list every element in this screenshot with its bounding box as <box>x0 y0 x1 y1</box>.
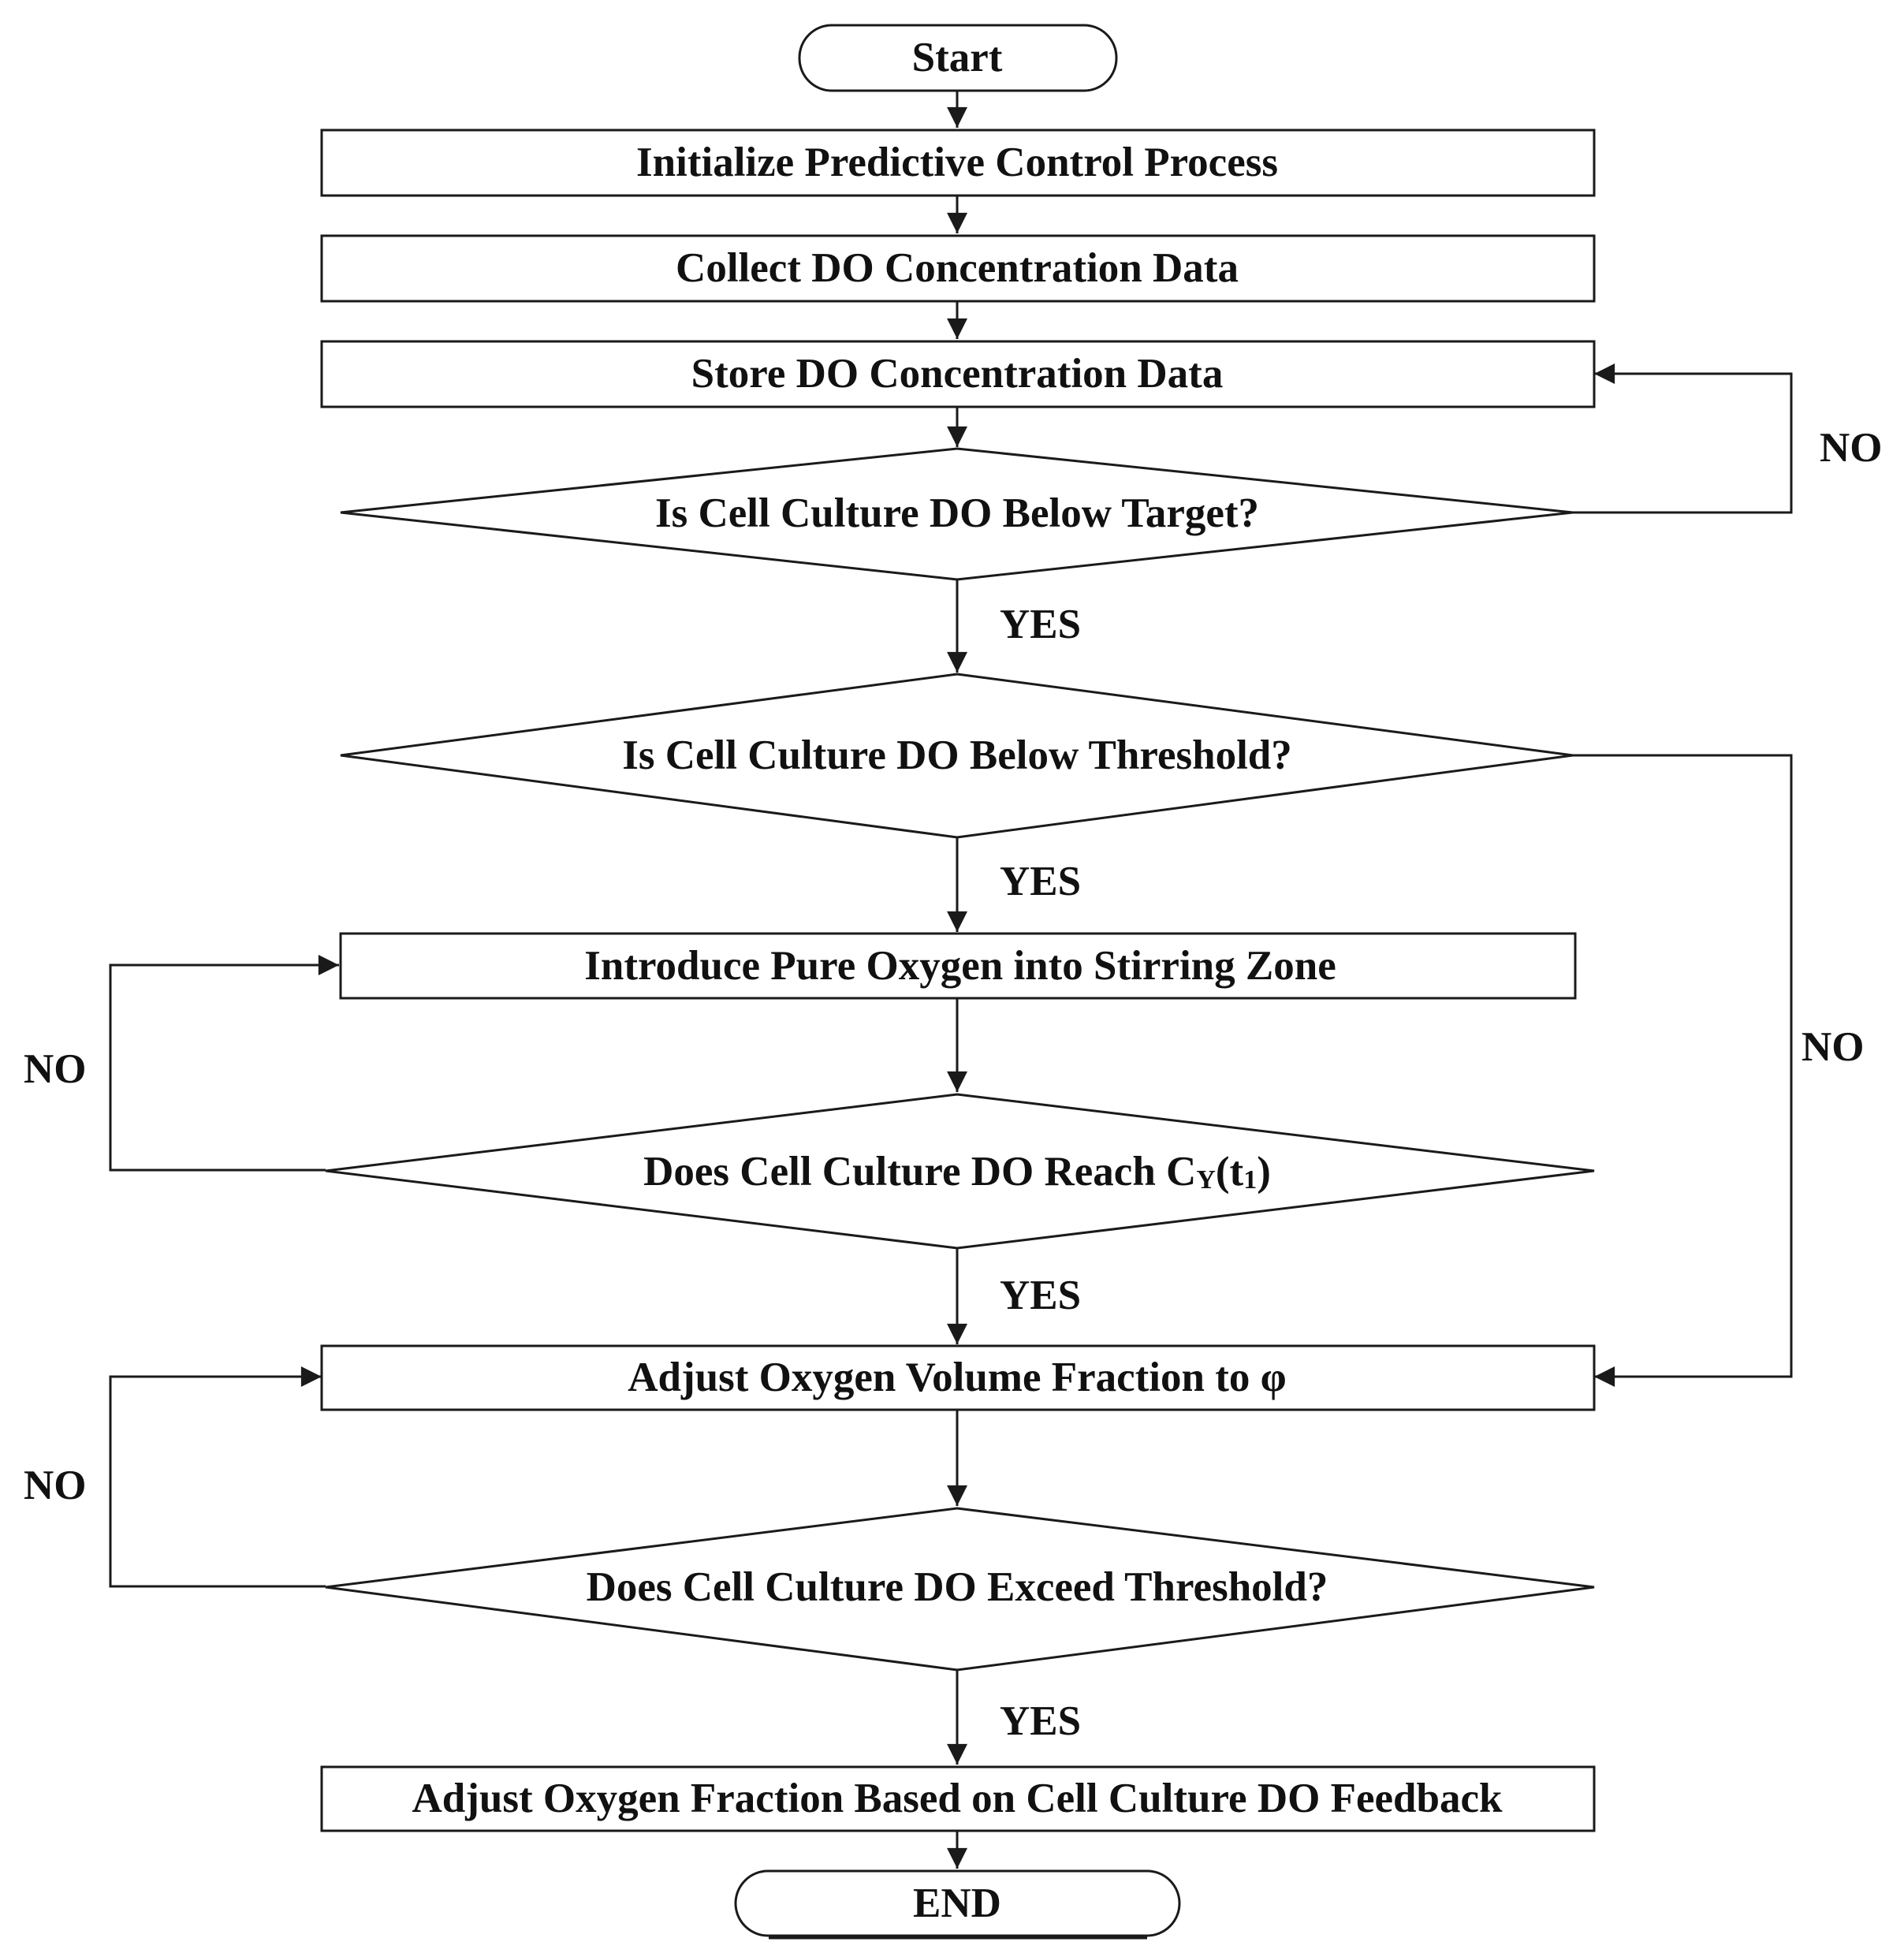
no-label-reach: NO <box>24 1046 87 1092</box>
collect-label: Collect DO Concentration Data <box>676 245 1239 291</box>
no-label-target: NO <box>1820 425 1883 471</box>
adjust-feedback-label: Adjust Oxygen Fraction Based on Cell Cul… <box>412 1776 1503 1821</box>
loop-target-no <box>1573 363 1793 514</box>
yes-label-exceed: YES <box>1000 1698 1081 1744</box>
start-terminal: Start <box>798 24 1118 92</box>
reach-middle: (t <box>1216 1149 1244 1195</box>
no-label-threshold: NO <box>1802 1024 1865 1070</box>
end-label: END <box>913 1880 1001 1926</box>
adjust-phi-box: Adjust Oxygen Volume Fraction to φ <box>320 1344 1596 1411</box>
loop-exceed-no <box>109 1366 326 1588</box>
loop-reach-no <box>109 954 339 1172</box>
reach-sub-1: 1 <box>1243 1165 1257 1195</box>
end-terminal: END <box>734 1869 1181 1940</box>
introduce-box: Introduce Pure Oxygen into Stirring Zone <box>339 932 1577 1000</box>
adjust-phi-label: Adjust Oxygen Volume Fraction to φ <box>628 1355 1286 1400</box>
loop-threshold-no <box>1573 754 1793 1388</box>
store-box: Store DO Concentration Data <box>320 340 1596 408</box>
reach-suffix: ) <box>1257 1149 1271 1195</box>
no-label-exceed: NO <box>24 1463 87 1508</box>
reach-prefix: Does Cell Culture DO Reach C <box>643 1149 1196 1195</box>
collect-box: Collect DO Concentration Data <box>320 234 1596 303</box>
connectors <box>109 91 1793 1869</box>
decision-below-target: Is Cell Culture DO Below Target? <box>340 447 1574 581</box>
yes-label-reach: YES <box>1000 1273 1081 1318</box>
adjust-feedback-box: Adjust Oxygen Fraction Based on Cell Cul… <box>320 1765 1596 1832</box>
decision-exceed-label: Does Cell Culture DO Exceed Threshold? <box>587 1564 1328 1610</box>
start-label: Start <box>912 35 1003 80</box>
store-label: Store DO Concentration Data <box>691 351 1224 397</box>
decision-reach: Does Cell Culture DO Reach CY(t1) <box>325 1093 1595 1250</box>
init-box: Initialize Predictive Control Process <box>320 129 1596 197</box>
decision-reach-label: Does Cell Culture DO Reach CY(t1) <box>643 1149 1271 1195</box>
yes-label-target: YES <box>1000 602 1081 647</box>
yes-label-threshold: YES <box>1000 859 1081 904</box>
decision-exceed: Does Cell Culture DO Exceed Threshold? <box>325 1507 1595 1672</box>
branch-labels: YES YES YES YES NO NO NO NO <box>24 425 1883 1744</box>
decision-below-target-label: Is Cell Culture DO Below Target? <box>655 490 1259 536</box>
introduce-label: Introduce Pure Oxygen into Stirring Zone <box>584 943 1336 989</box>
reach-sub-y: Y <box>1196 1165 1216 1195</box>
decision-below-threshold-label: Is Cell Culture DO Below Threshold? <box>622 732 1292 778</box>
decision-below-threshold: Is Cell Culture DO Below Threshold? <box>340 673 1574 839</box>
init-label: Initialize Predictive Control Process <box>636 140 1278 185</box>
